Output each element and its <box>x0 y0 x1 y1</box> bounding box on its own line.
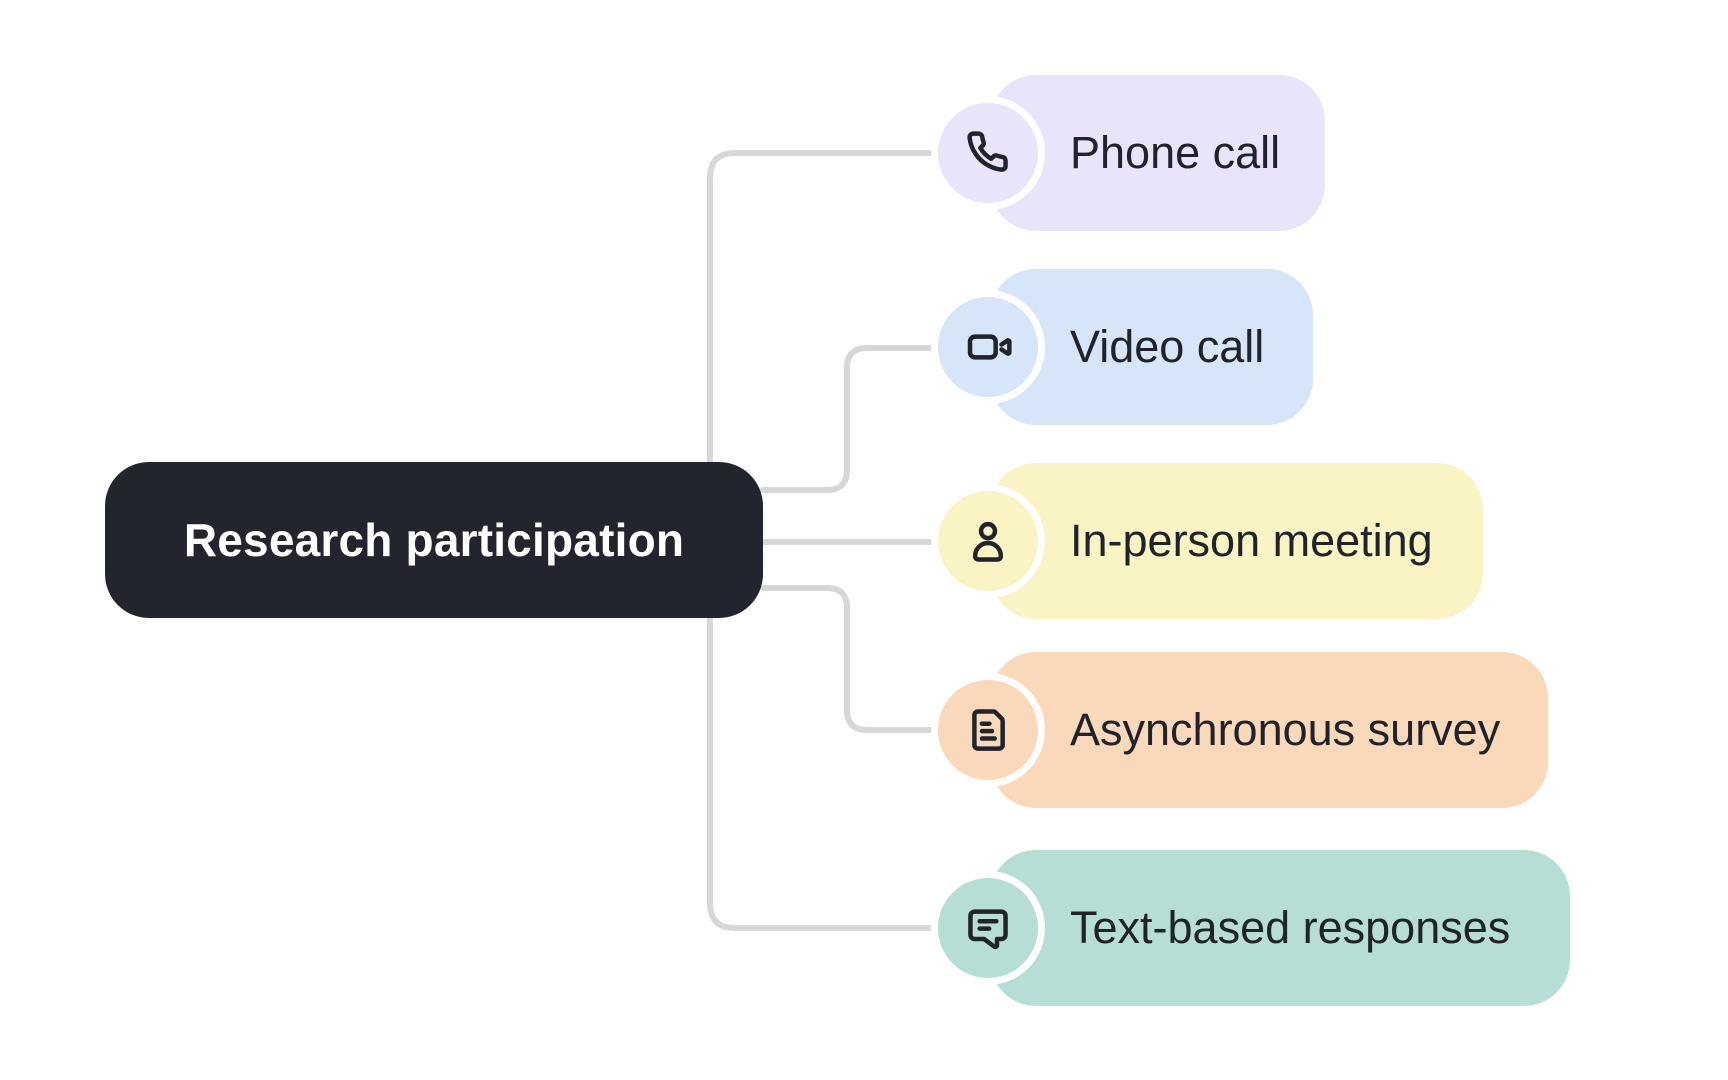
document-icon <box>972 709 1005 751</box>
node-label: Video call <box>1070 321 1265 372</box>
node-label: In-person meeting <box>1070 515 1433 566</box>
node-pill[interactable]: Asynchronous survey <box>990 652 1548 808</box>
node-icon-badge <box>938 680 1038 780</box>
video-camera-icon <box>967 334 1012 360</box>
root-node-research-participation[interactable]: Research participation <box>105 462 763 618</box>
node-icon-badge <box>938 297 1038 397</box>
node-icon-badge <box>938 491 1038 591</box>
node-pill[interactable]: Video call <box>990 269 1313 425</box>
node-icon-badge <box>938 103 1038 203</box>
node-text-based-responses[interactable]: Text-based responses <box>938 850 1570 1006</box>
node-label: Text-based responses <box>1070 902 1511 953</box>
node-pill[interactable]: In-person meeting <box>990 463 1483 619</box>
person-icon <box>972 521 1004 562</box>
connector-video-call <box>760 345 948 493</box>
node-pill[interactable]: Text-based responses <box>990 850 1570 1006</box>
node-phone-call[interactable]: Phone call <box>938 75 1325 231</box>
node-pill[interactable]: Phone call <box>990 75 1325 231</box>
connector-text-responses <box>707 615 948 931</box>
node-label: Asynchronous survey <box>1070 704 1501 755</box>
connector-phone-call <box>707 150 948 465</box>
root-node-label: Research participation <box>183 514 685 566</box>
connector-async-survey <box>760 585 948 733</box>
phone-icon <box>967 131 1008 172</box>
node-video-call[interactable]: Video call <box>938 269 1313 425</box>
node-label: Phone call <box>1070 127 1281 178</box>
node-in-person-meeting[interactable]: In-person meeting <box>938 463 1483 619</box>
chat-bubble-icon <box>968 909 1008 950</box>
node-asynchronous-survey[interactable]: Asynchronous survey <box>938 652 1548 808</box>
node-icon-badge <box>938 878 1038 978</box>
